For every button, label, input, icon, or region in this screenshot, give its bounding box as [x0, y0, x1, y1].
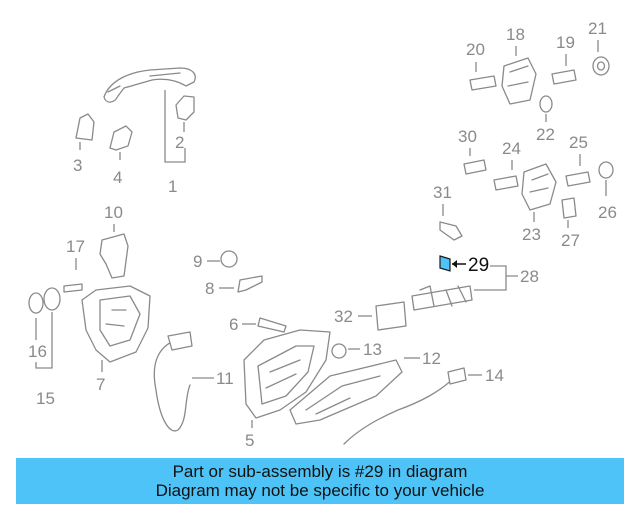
part-grommet-15: [43, 287, 61, 311]
part-bolt-24: [493, 175, 519, 191]
notice-line-1: Part or sub-assembly is #29 in diagram: [172, 462, 468, 481]
callout-28: 28: [520, 267, 539, 286]
exploded-parts-diagram: 1 2 3 4 10 17 16 15 7 9 8 6 11 5 13: [28, 19, 617, 450]
callout-26: 26: [598, 203, 617, 222]
callout-5: 5: [245, 431, 254, 450]
carrier-detail: [257, 345, 315, 405]
part-check-strap: [411, 285, 473, 311]
part-upper-hinge: [501, 57, 537, 105]
part-gasket: [109, 125, 133, 151]
upper-hinge-detail: [507, 65, 529, 87]
callout-18: 18: [506, 25, 525, 44]
leader-28: [474, 265, 518, 291]
latch-detail: [99, 295, 141, 347]
notice-line-2: Diagram may not be specific to your vehi…: [155, 481, 485, 500]
callout-10: 10: [104, 203, 123, 222]
part-regulator-12: [289, 359, 403, 425]
callout-32: 32: [334, 307, 353, 326]
callout-13: 13: [363, 340, 382, 359]
part-29-highlighted[interactable]: [439, 255, 451, 272]
lower-hinge-detail: [529, 173, 549, 193]
part-screw-17: [63, 283, 83, 293]
callout-8: 8: [205, 279, 214, 298]
callout-7: 7: [96, 375, 105, 394]
callout-6: 6: [229, 315, 238, 334]
part-handle-carrier: [243, 329, 331, 419]
part-bolt-8: [237, 275, 263, 293]
callout-27: 27: [561, 231, 580, 250]
part-latch: [81, 285, 151, 363]
callout-30: 30: [458, 127, 477, 146]
part-bolt-6: [257, 317, 287, 333]
check-strap-detail: [419, 285, 467, 307]
part-handle-cover: [175, 95, 195, 121]
callout-15: 15: [36, 389, 55, 408]
callout-1: 1: [168, 177, 177, 196]
callout-14: 14: [485, 366, 504, 385]
callout-29[interactable]: 29: [468, 255, 489, 276]
leader-15-16: [35, 312, 53, 369]
bushing-21-hole: [596, 61, 606, 71]
part-bolt-25: [565, 171, 591, 187]
part-bolt-30: [463, 159, 487, 175]
part-bolt-31: [439, 221, 463, 241]
leader-1: [164, 90, 186, 163]
callout-3: 3: [73, 156, 82, 175]
callout-16: 16: [28, 342, 47, 361]
part-cable-14: [343, 375, 457, 445]
callout-17: 17: [66, 237, 85, 256]
part-bumper-32: [375, 301, 407, 331]
callout-22: 22: [536, 125, 555, 144]
part-grommet-16: [28, 292, 44, 314]
callout-23: 23: [522, 225, 541, 244]
callout-20: 20: [466, 40, 485, 59]
part-bolt-20: [469, 75, 497, 91]
part-lower-hinge: [521, 163, 557, 211]
callout-2: 2: [175, 133, 184, 152]
callout-24: 24: [502, 139, 521, 158]
part-bolt-19: [551, 69, 577, 85]
callout-12: 12: [422, 349, 441, 368]
part-nut-9: [220, 250, 238, 268]
cable-end-11: [167, 331, 193, 351]
callout-11: 11: [216, 369, 234, 388]
part-cap: [75, 113, 95, 141]
regulator-detail: [305, 375, 381, 415]
part-bushing-26: [598, 161, 614, 179]
leader-29-arrow-icon: [452, 260, 457, 268]
part-pin-27: [561, 197, 577, 219]
notice-banner: Part or sub-assembly is #29 in diagram D…: [16, 458, 624, 504]
callout-21: 21: [588, 19, 607, 38]
part-outside-handle: [103, 67, 196, 103]
callout-25: 25: [569, 133, 588, 152]
part-bracket: [99, 233, 129, 279]
part-cable-11: [153, 337, 191, 432]
callout-9: 9: [193, 252, 202, 271]
callout-4: 4: [113, 168, 122, 187]
part-bushing-21: [592, 56, 610, 76]
cable-end-14: [447, 367, 467, 385]
callout-19: 19: [556, 33, 575, 52]
part-washer-13: [331, 343, 347, 359]
part-pin-22: [539, 95, 553, 113]
callout-31: 31: [433, 183, 452, 202]
